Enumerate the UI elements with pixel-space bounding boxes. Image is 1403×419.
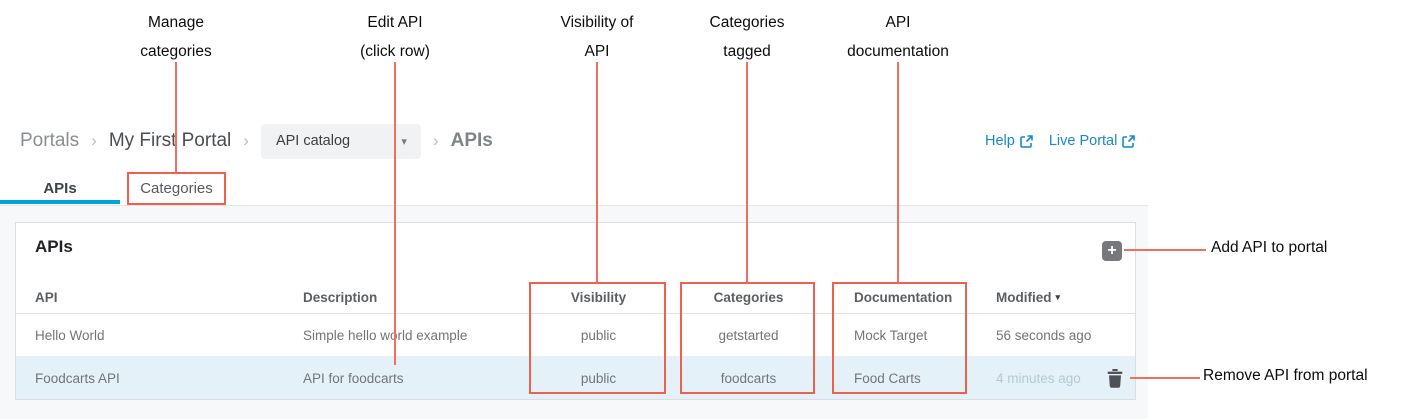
annotation-text: Manage xyxy=(147,14,204,31)
tab-apis[interactable]: APIs xyxy=(0,172,120,204)
annotation-text: Categories xyxy=(709,14,785,31)
cell-modified: 56 seconds ago xyxy=(996,327,1092,343)
annotation-visibility-of-api: Visibility of API xyxy=(507,8,687,66)
column-header-description[interactable]: Description xyxy=(303,290,378,305)
callout-line-documentation xyxy=(897,62,899,282)
callout-line-add-api xyxy=(1124,249,1206,251)
tab-categories-label: Categories xyxy=(140,179,213,197)
cell-api: Foodcarts API xyxy=(35,370,120,386)
breadcrumb-separator-icon: › xyxy=(243,131,249,150)
column-header-visibility[interactable]: Visibility xyxy=(570,290,627,305)
add-api-button[interactable]: + xyxy=(1102,241,1122,261)
cell-documentation: Food Carts xyxy=(854,370,921,386)
callout-line-remove-api xyxy=(1130,377,1200,379)
live-portal-link[interactable]: Live Portal xyxy=(1049,133,1136,149)
annotation-text: Visibility of xyxy=(560,14,634,31)
chevron-down-icon: ▾ xyxy=(401,135,407,148)
column-header-documentation[interactable]: Documentation xyxy=(854,290,953,305)
cell-description: API for foodcarts xyxy=(303,370,404,386)
breadcrumb-separator-icon: › xyxy=(91,131,97,150)
column-header-categories[interactable]: Categories xyxy=(713,290,784,305)
trash-icon xyxy=(1107,368,1123,388)
callout-line-categories xyxy=(746,62,748,282)
annotation-text: (click row) xyxy=(360,43,430,60)
annotation-api-documentation: API documentation xyxy=(808,8,988,66)
cell-categories: foodcarts xyxy=(720,370,777,386)
callout-line-manage-categories xyxy=(175,62,177,172)
live-portal-link-label: Live Portal xyxy=(1048,133,1118,149)
tab-apis-label: APIs xyxy=(43,179,77,197)
cell-api: Hello World xyxy=(35,327,105,343)
tab-categories[interactable]: Categories xyxy=(127,172,226,204)
remove-api-button[interactable] xyxy=(1104,367,1126,389)
cell-visibility: public xyxy=(580,327,617,343)
column-header-modified[interactable]: Modified ▾ xyxy=(996,282,1108,313)
annotation-text: tagged xyxy=(723,43,771,60)
breadcrumb: Portals › My First Portal › API catalog … xyxy=(20,123,493,159)
annotation-remove-api: Remove API from portal xyxy=(1203,367,1368,384)
plus-icon: + xyxy=(1107,242,1117,259)
annotation-text: categories xyxy=(140,43,212,60)
breadcrumb-my-first-portal[interactable]: My First Portal xyxy=(108,130,232,151)
breadcrumb-apis: APIs xyxy=(450,130,493,151)
callout-line-visibility xyxy=(596,62,598,282)
callout-box-visibility-column xyxy=(529,282,666,394)
breadcrumb-portals[interactable]: Portals xyxy=(20,130,80,151)
cell-visibility: public xyxy=(580,370,617,386)
column-header-api[interactable]: API xyxy=(35,290,58,305)
callout-box-categories-column xyxy=(680,282,815,394)
callout-box-documentation-column xyxy=(832,282,967,394)
breadcrumb-separator-icon: › xyxy=(432,131,439,150)
column-header-modified-label: Modified xyxy=(996,290,1052,305)
cell-categories: getstarted xyxy=(718,327,779,343)
callout-line-edit-api xyxy=(394,62,396,365)
panel-title: APIs xyxy=(35,237,73,256)
cell-documentation: Mock Target xyxy=(854,327,928,343)
api-catalog-dropdown-value: API catalog xyxy=(275,133,351,149)
external-link-icon xyxy=(1122,134,1136,148)
external-link-icon xyxy=(1020,134,1033,148)
table-row[interactable]: Foodcarts API API for foodcarts public f… xyxy=(16,357,1135,399)
apis-panel: APIs + API Description Visibility Catego… xyxy=(15,222,1136,400)
annotation-categories-tagged: Categories tagged xyxy=(657,8,837,66)
table-row[interactable]: Hello World Simple hello world example p… xyxy=(16,314,1135,357)
help-link-label: Help xyxy=(985,133,1015,149)
sort-descending-icon: ▾ xyxy=(1055,292,1061,302)
help-link[interactable]: Help xyxy=(985,133,1033,149)
cell-modified: 4 minutes ago xyxy=(996,370,1081,386)
callout-box-categories-tab xyxy=(127,172,226,205)
annotation-text: API xyxy=(584,43,610,60)
annotation-add-api: Add API to portal xyxy=(1211,239,1328,256)
annotation-text: documentation xyxy=(847,43,949,60)
header-links: Help Live Portal xyxy=(985,133,1136,149)
annotation-edit-api: Edit API (click row) xyxy=(305,8,485,66)
cell-description: Simple hello world example xyxy=(303,327,468,343)
table-header-row: API Description Visibility Categories Do… xyxy=(16,282,1135,314)
annotation-text: API xyxy=(885,14,911,31)
annotation-text: Edit API xyxy=(367,14,423,31)
active-tab-indicator xyxy=(0,200,120,204)
api-catalog-dropdown[interactable]: API catalog ▾ xyxy=(260,123,421,159)
annotation-manage-categories: Manage categories xyxy=(86,8,266,66)
